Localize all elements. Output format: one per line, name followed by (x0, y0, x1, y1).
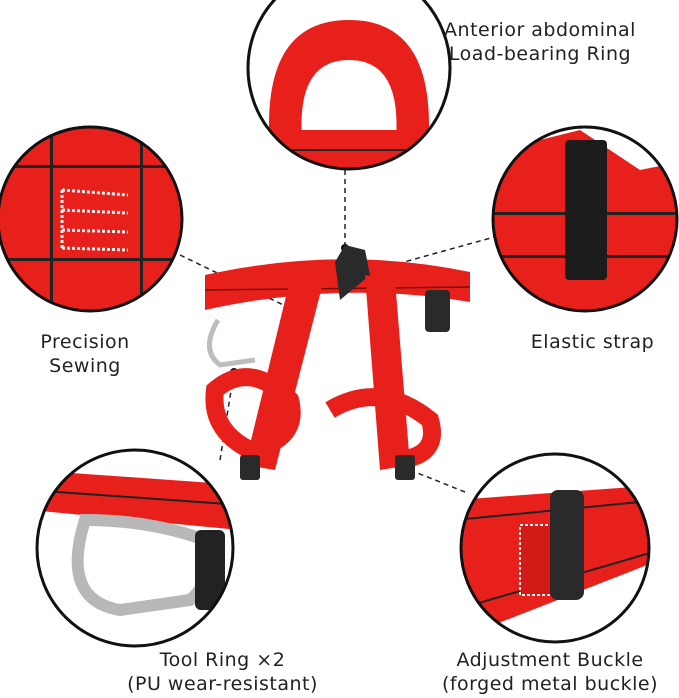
label-line: Anterior abdominal (444, 19, 636, 41)
detail-load-ring (248, 0, 450, 169)
label-elastic-strap: Elastic strap (515, 330, 670, 354)
label-line: Precision (40, 331, 130, 353)
detail-adjustment-buckle (461, 454, 649, 642)
label-load-ring: Anterior abdominal Load-bearing Ring (430, 18, 650, 66)
label-precision-sewing: Precision Sewing (25, 330, 145, 378)
label-tool-ring: Tool Ring ×2 (PU wear-resistant) (105, 648, 340, 696)
label-line: Sewing (49, 355, 121, 377)
label-line: Tool Ring ×2 (159, 649, 286, 671)
harness-main (204, 245, 471, 480)
label-line: Load-bearing Ring (448, 43, 632, 65)
label-line: (forged metal buckle) (441, 673, 659, 695)
detail-precision-sewing (0, 127, 182, 311)
label-line: Adjustment Buckle (456, 649, 644, 671)
label-adjustment-buckle: Adjustment Buckle (forged metal buckle) (425, 648, 675, 696)
detail-tool-ring (37, 450, 233, 646)
label-line: (PU wear-resistant) (127, 673, 318, 695)
detail-elastic-strap (493, 127, 677, 311)
label-line: Elastic strap (530, 331, 655, 353)
